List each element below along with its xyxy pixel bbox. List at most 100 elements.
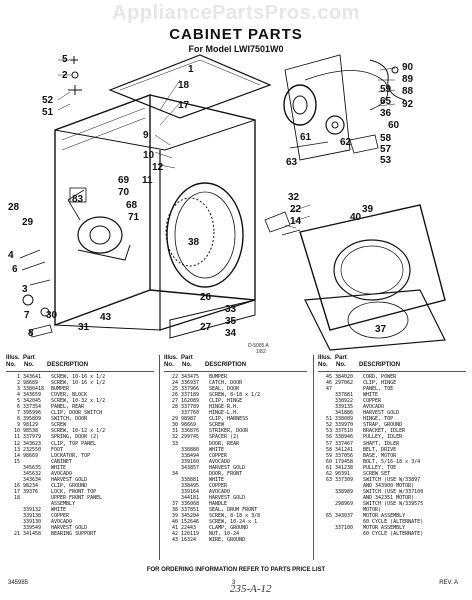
part-number: 3380418	[23, 386, 45, 393]
part-description: CLIP, HINGE	[363, 380, 397, 387]
part-number: 337354	[23, 404, 42, 411]
ordering-note: FOR ORDERING INFORMATION REFER TO PARTS …	[146, 567, 326, 573]
part-description: COPPER	[51, 513, 70, 520]
part-number: 343634	[23, 476, 42, 483]
page-subtitle: For Model LWI7501W0	[188, 44, 284, 54]
callout-31: 31	[78, 322, 90, 333]
callout-4: 4	[8, 250, 14, 261]
part-description: WIRE, GROUND	[209, 537, 246, 544]
part-number: 339138	[23, 513, 42, 520]
callout-30: 30	[46, 310, 58, 321]
table-row: 60 CYCLE (ALTERNATE)	[318, 531, 466, 537]
part-description: MOTOR ASSEMBLY	[363, 513, 406, 520]
callout-43: 43	[100, 312, 112, 323]
part-number: 337789	[181, 404, 200, 411]
illus-number: 29	[171, 416, 178, 423]
illus-number: 58	[325, 446, 332, 453]
handwritten-note: 235-A-12	[230, 583, 272, 595]
cabinet-rear-panel	[149, 94, 256, 301]
part-number: 337851	[181, 507, 200, 514]
part-number: 338089	[335, 416, 354, 423]
illus-number: 34	[171, 470, 178, 477]
page-number: 3	[232, 580, 236, 586]
part-description: SEAL, DOOR	[209, 386, 240, 393]
part-description: HARVEST GOLD	[209, 464, 246, 471]
part-number: 339130	[23, 519, 42, 526]
illus-number: 10	[13, 428, 20, 435]
part-description: LOCKATOR, TOP	[51, 452, 91, 459]
part-description: SEAL, DRUM FRONT	[209, 507, 258, 514]
illus-number: 16	[13, 482, 20, 489]
part-number: 120119	[181, 531, 200, 538]
revision-label: REV. A	[439, 580, 458, 586]
part-number: 337056	[335, 452, 354, 459]
part-number: 338989	[335, 488, 354, 495]
callout-83: 83	[72, 194, 84, 205]
part-number: 341458	[23, 531, 42, 538]
rear-door	[304, 289, 446, 351]
illus-number: 41	[171, 525, 178, 532]
callout-61: 61	[300, 132, 312, 143]
illus-number: 32	[171, 434, 178, 441]
part-description: DOOR, REAR	[209, 440, 240, 447]
part-number: 336068	[181, 500, 200, 507]
table-row: ASSEMBLY	[6, 501, 154, 507]
part-description: PULLEY, TOE	[363, 464, 397, 471]
part-description: SCREW, 10-12 x 1/2	[51, 428, 106, 435]
illus-number: 45	[325, 374, 332, 380]
part-description: WHITE	[209, 476, 225, 483]
part-number: 342045	[23, 398, 42, 405]
illus-number: 5	[16, 398, 20, 405]
part-number: 162089	[181, 398, 200, 405]
part-number: 338922	[335, 398, 354, 405]
front-door	[299, 204, 446, 331]
callout-60: 60	[388, 120, 400, 131]
callout-90: 90	[402, 62, 414, 73]
part-number: 336876	[181, 428, 200, 435]
part-description: PANEL, TOE	[363, 386, 394, 393]
callout-39: 39	[362, 204, 374, 215]
callout-69: 69	[118, 175, 130, 186]
part-number: 345204	[181, 513, 200, 520]
part-number: 341886	[335, 410, 354, 417]
illus-number: 9	[16, 422, 20, 429]
part-number: 343623	[23, 440, 42, 447]
part-number: 343641	[23, 374, 42, 380]
part-number: 337309	[335, 476, 354, 483]
callout-12: 12	[152, 162, 164, 173]
drive-belt	[304, 70, 389, 111]
callout-5: 5	[62, 54, 68, 65]
illus-number: 40	[171, 519, 178, 526]
part-number: 339549	[23, 525, 42, 532]
callout-3: 3	[22, 284, 28, 295]
motor-detail	[283, 84, 317, 126]
part-number: 341241	[335, 446, 354, 453]
part-description: STRAP, GROUND	[363, 422, 403, 429]
part-number: 39376	[23, 488, 39, 495]
part-number: 98234	[23, 482, 39, 489]
part-number: 232550	[23, 446, 42, 453]
